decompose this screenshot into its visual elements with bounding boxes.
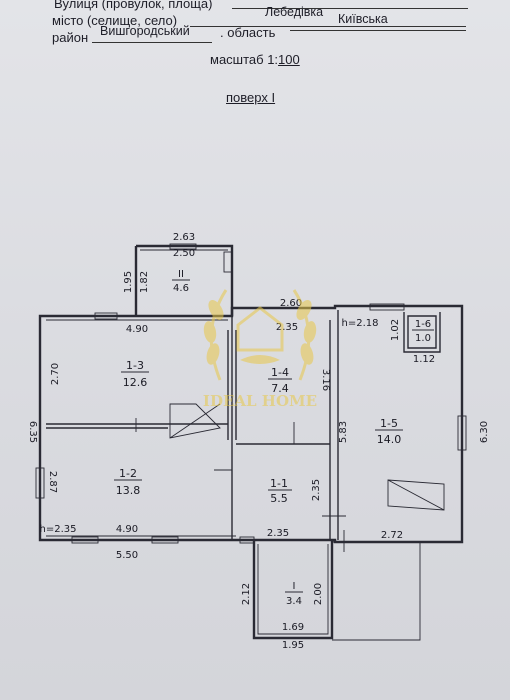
dim-2-12: 2.12 bbox=[241, 583, 252, 605]
room-1-4-id: 1-4 bbox=[271, 366, 289, 379]
room-1-6-id: 1-6 bbox=[415, 319, 431, 330]
dim-2-35-mid: 2.35 bbox=[311, 479, 322, 501]
stove bbox=[387, 479, 445, 511]
room-1-6-area: 1.0 bbox=[415, 333, 431, 344]
street-label: Вулиця (провулок, площа) bbox=[54, 0, 213, 11]
watermark-text: IDEAL HOME bbox=[203, 392, 317, 410]
room-ii-id: ІІ bbox=[178, 269, 184, 280]
dim-5-83: 5.83 bbox=[338, 421, 349, 443]
room-1-2-area: 13.8 bbox=[116, 484, 141, 497]
room-1-2-id: 1-2 bbox=[119, 467, 137, 480]
dim-3-16: 3.16 bbox=[320, 369, 331, 391]
district-label: район bbox=[52, 30, 89, 45]
dim-2-63: 2.63 bbox=[173, 232, 195, 243]
dim-1-95-left: 1.95 bbox=[123, 271, 134, 293]
region-label: . область bbox=[220, 25, 276, 40]
floor-title: поверх І bbox=[226, 90, 276, 105]
dim-1-95-bottom: 1.95 bbox=[282, 640, 304, 651]
dimension-labels: 2.63 2.50 1.95 1.82 2.60 4.90 2.35 h=2.1… bbox=[27, 232, 490, 651]
room-1-3-area: 12.6 bbox=[123, 376, 148, 389]
dim-1-82: 1.82 bbox=[139, 271, 150, 293]
scale-value: 100 bbox=[278, 52, 300, 67]
district-underline bbox=[92, 42, 212, 43]
outer-wall bbox=[38, 304, 464, 544]
scale-label: масштаб 1: bbox=[210, 52, 279, 67]
dim-2-00: 2.00 bbox=[313, 583, 324, 605]
porch-i-wall bbox=[252, 540, 334, 640]
dim-4-90-bottom: 4.90 bbox=[116, 524, 138, 535]
dim-6-30: 6.30 bbox=[479, 421, 490, 443]
room-i-area: 3.4 bbox=[286, 596, 302, 607]
dim-2-87: 2.87 bbox=[47, 471, 58, 493]
height-2-18: h=2.18 bbox=[342, 318, 379, 329]
dim-2-70: 2.70 bbox=[50, 363, 61, 385]
room-1-5-id: 1-5 bbox=[380, 417, 398, 430]
dim-1-02: 1.02 bbox=[390, 319, 401, 341]
room-labels: 1-1 5.5 1-2 13.8 1-3 12.6 1-4 7.4 1-5 14… bbox=[114, 269, 434, 607]
ideal-home-watermark: IDEAL HOME bbox=[203, 289, 317, 410]
terrace-line bbox=[332, 541, 421, 641]
city-value: Лебедівка bbox=[265, 5, 324, 19]
interior-walls bbox=[46, 310, 441, 540]
region-underline bbox=[290, 30, 466, 31]
street-underline bbox=[232, 8, 468, 9]
annex-ii-wall bbox=[134, 244, 234, 316]
dim-2-50: 2.50 bbox=[173, 248, 195, 259]
dim-2-35-bottom: 2.35 bbox=[267, 528, 289, 539]
windows bbox=[35, 243, 467, 544]
city-underline bbox=[190, 26, 466, 27]
room-i-id: І bbox=[293, 581, 296, 592]
room-1-1-area: 5.5 bbox=[270, 492, 288, 505]
dim-2-35-top: 2.35 bbox=[276, 322, 298, 333]
dim-2-72: 2.72 bbox=[381, 530, 403, 541]
city-label: місто (селище, село) bbox=[52, 13, 178, 28]
region-value: Київська bbox=[338, 12, 388, 26]
dim-1-69: 1.69 bbox=[282, 622, 304, 633]
scale-text: масштаб 1:100 bbox=[210, 52, 300, 67]
dim-4-90-top: 4.90 bbox=[126, 324, 148, 335]
dim-6-35: 6.35 bbox=[27, 421, 38, 443]
room-1-5-area: 14.0 bbox=[377, 433, 402, 446]
district-value: Вишгородський bbox=[100, 24, 190, 38]
stair bbox=[169, 403, 221, 439]
dim-2-60: 2.60 bbox=[280, 298, 302, 309]
dim-1-12: 1.12 bbox=[413, 354, 435, 365]
room-1-1-id: 1-1 bbox=[270, 477, 288, 490]
dim-5-50: 5.50 bbox=[116, 550, 138, 561]
height-2-35: h=2.35 bbox=[40, 524, 77, 535]
room-1-4-area: 7.4 bbox=[271, 382, 289, 395]
room-ii-area: 4.6 bbox=[173, 283, 189, 294]
room-1-3-id: 1-3 bbox=[126, 359, 144, 372]
